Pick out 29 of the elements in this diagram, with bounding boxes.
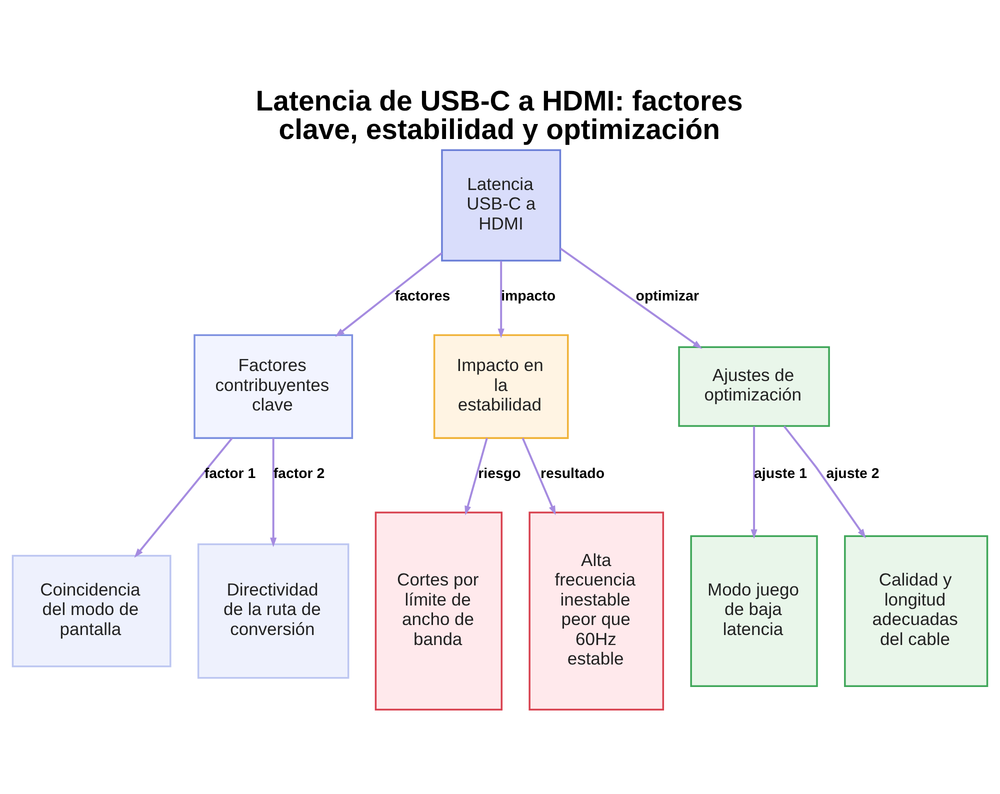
edge-label: factor 2: [273, 466, 325, 482]
arrow: [783, 426, 866, 538]
node-box: Modo juego de baja latencia: [690, 535, 818, 687]
arrow: [522, 438, 556, 516]
node-box: Calidad y longitud adecuadas del cable: [844, 535, 988, 687]
edge-label: optimizar: [636, 288, 699, 305]
arrow: [270, 438, 277, 548]
node-box: Directividad de la ruta de conversión: [197, 543, 350, 679]
edge-label: riesgo: [478, 466, 521, 482]
arrow: [464, 438, 488, 516]
arrow: [498, 261, 504, 338]
node-box: Factores contribuyentes clave: [194, 334, 354, 439]
node-box: Ajustes de optimización: [678, 346, 830, 427]
node-box: Impacto en la estabilidad: [433, 334, 569, 439]
edge-label: resultado: [540, 466, 605, 482]
diagram-title: Latencia de USB-C a HDMI: factores clave, estabilidad y optimización: [256, 85, 743, 146]
edge-label: ajuste 2: [826, 466, 880, 482]
arrow: [335, 252, 442, 337]
edge-label: ajuste 1: [754, 466, 807, 482]
arrow: [134, 438, 233, 558]
edge-label: impacto: [501, 288, 556, 305]
edge-label: factor 1: [204, 466, 256, 482]
node-box: Latencia USB-C a HDMI: [441, 149, 562, 262]
arrow: [560, 248, 702, 349]
arrow: [750, 426, 758, 539]
node-box: Coincidencia del modo de pantalla: [12, 554, 172, 668]
edge-label: factores: [394, 288, 450, 305]
node-box: Alta frecuencia inestable peor que 60Hz estable: [528, 512, 664, 710]
node-box: Cortes por límite de ancho de banda: [374, 512, 503, 710]
